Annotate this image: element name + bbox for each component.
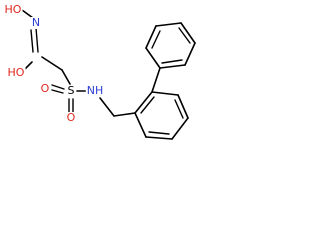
- atom-hydroxamic-nitrogen: N: [30, 16, 42, 29]
- ring2-inner-3: [161, 59, 183, 64]
- atom-sulfonyl-oxygen-bottom: O: [65, 111, 77, 124]
- ring1-inner-1: [140, 96, 155, 114]
- bond-n-ch2: [99, 97, 115, 117]
- hydroxy-o: O: [12, 3, 22, 16]
- ring2-bond-1: [145, 47, 161, 69]
- ring1-bond-4: [171, 117, 189, 140]
- molecule-structure: HO N HO S O O NH: [0, 0, 232, 159]
- ring2-inner-2: [178, 27, 191, 44]
- ring1-bond-6: [134, 112, 147, 138]
- bond-n-c-double-inner: [30, 29, 34, 53]
- ring2-bond-4: [180, 22, 196, 44]
- ring2-inner-1: [151, 30, 161, 49]
- bond-lines: [21, 9, 196, 140]
- atom-hydroxy-oxygen-label: HO: [3, 3, 23, 16]
- ring2-bond-5: [184, 42, 196, 66]
- bond-ch2-s: [61, 69, 71, 85]
- atom-sulfonyl-oxygen-left: O: [39, 82, 51, 95]
- ring2-bond-6: [159, 64, 186, 69]
- bond-o-n: [21, 9, 34, 19]
- ring1-bond-5: [145, 136, 173, 140]
- atom-hydroxyl-oxygen: HO: [6, 66, 26, 79]
- ring1-bond-1: [134, 91, 153, 114]
- bond-ring-ring: [151, 67, 161, 93]
- bond-s-o-left-b: [51, 89, 64, 94]
- ring1-bond-3: [177, 94, 189, 119]
- ring1-inner-3: [148, 131, 170, 135]
- ring2-bond-2: [145, 25, 157, 49]
- bond-n-c-double: [35, 27, 39, 53]
- bond-c-ch2: [41, 56, 63, 71]
- hydroxy-h: H: [4, 3, 13, 16]
- bond-s-o-left-a: [51, 84, 65, 90]
- atom-sulfur: S: [66, 84, 76, 97]
- bond-ch2-ring: [113, 112, 136, 117]
- ring1-inner-2: [174, 99, 184, 119]
- ring1-bond-2: [151, 91, 179, 96]
- ring2-bond-3: [155, 22, 182, 27]
- atom-amine-nitrogen: NH: [85, 84, 105, 97]
